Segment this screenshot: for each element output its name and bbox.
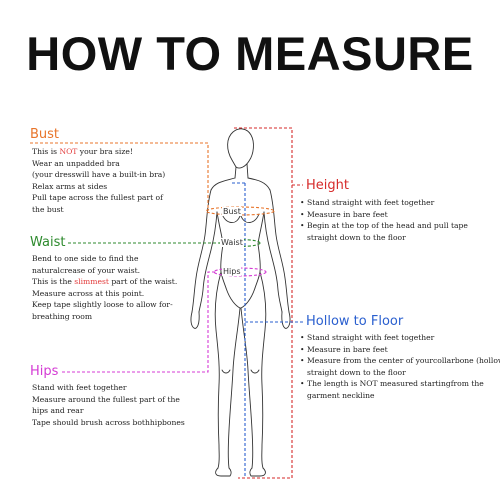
hollow-item: Measure in bare feet [300, 344, 490, 356]
waist-line-6: breathing room [32, 311, 93, 321]
height-heading: Height [306, 178, 349, 193]
waist-line-4: Measure across at this point. [32, 288, 145, 298]
bust-line-1: This is NOT your bra size! [32, 147, 133, 156]
hips-line-4: Tape should brush across bothhipbones [32, 417, 185, 427]
hips-tag: Hips [222, 267, 242, 276]
waist-line-5: Keep tape slightly loose to allow for- [32, 300, 173, 310]
waist-line-2: naturalcrease of your waist. [32, 265, 141, 275]
waist-line-3: This is the slimmest part of the waist. [32, 277, 178, 287]
hips-instructions: Stand with feet together Measure around … [32, 382, 202, 428]
waist-instructions: Bend to one side to find the naturalcrea… [32, 253, 202, 323]
hollow-item: Stand straight with feet together [300, 332, 490, 344]
height-measure-line [234, 127, 303, 479]
hollow-item: The length is NOT measured startingfrom … [300, 378, 490, 390]
waist-heading: Waist [30, 235, 66, 250]
height-item: Measure in bare feet [300, 209, 490, 221]
bust-line-4: Relax arms at sides [32, 181, 108, 191]
bust-instructions: This is NOT your bra size! Wear an unpad… [32, 146, 202, 216]
hollow-instructions: Stand straight with feet together Measur… [300, 332, 500, 402]
bust-line-3: (your dresswill have a built-in bra) [32, 170, 166, 180]
hips-line-3: hips and rear [32, 406, 84, 416]
hips-heading: Hips [30, 364, 59, 379]
bust-measure-line [30, 142, 275, 216]
body-outline [190, 128, 291, 477]
hollow-item-cont: straight down to the floor [307, 367, 406, 377]
height-item: straight down to the floor [307, 232, 406, 242]
hollow-item-cont: garment neckline [307, 390, 375, 400]
height-item: Begin at the top of the head and pull ta… [300, 220, 490, 232]
height-instructions: Stand straight with feet together Measur… [300, 197, 490, 243]
bust-line-2: Wear an unpadded bra [32, 158, 120, 168]
bust-heading: Bust [30, 127, 60, 142]
waist-tag: Waist [220, 238, 244, 247]
hollow-item: Measure from the center of yourcollarbon… [300, 355, 500, 367]
hollow-to-floor-line [232, 182, 303, 478]
bust-line-6: the bust [32, 204, 64, 214]
bust-line-5: Pull tape across the fullest part of [32, 193, 163, 203]
hips-line-1: Stand with feet together [32, 383, 127, 392]
bust-tag: Bust [222, 207, 242, 216]
waist-line-1: Bend to one side to find the [32, 254, 139, 263]
hips-line-2: Measure around the fullest part of the [32, 394, 180, 404]
hollow-heading: Hollow to Floor [306, 314, 404, 329]
page-title: HOW TO MEASURE [26, 27, 474, 80]
height-item: Stand straight with feet together [300, 197, 490, 209]
